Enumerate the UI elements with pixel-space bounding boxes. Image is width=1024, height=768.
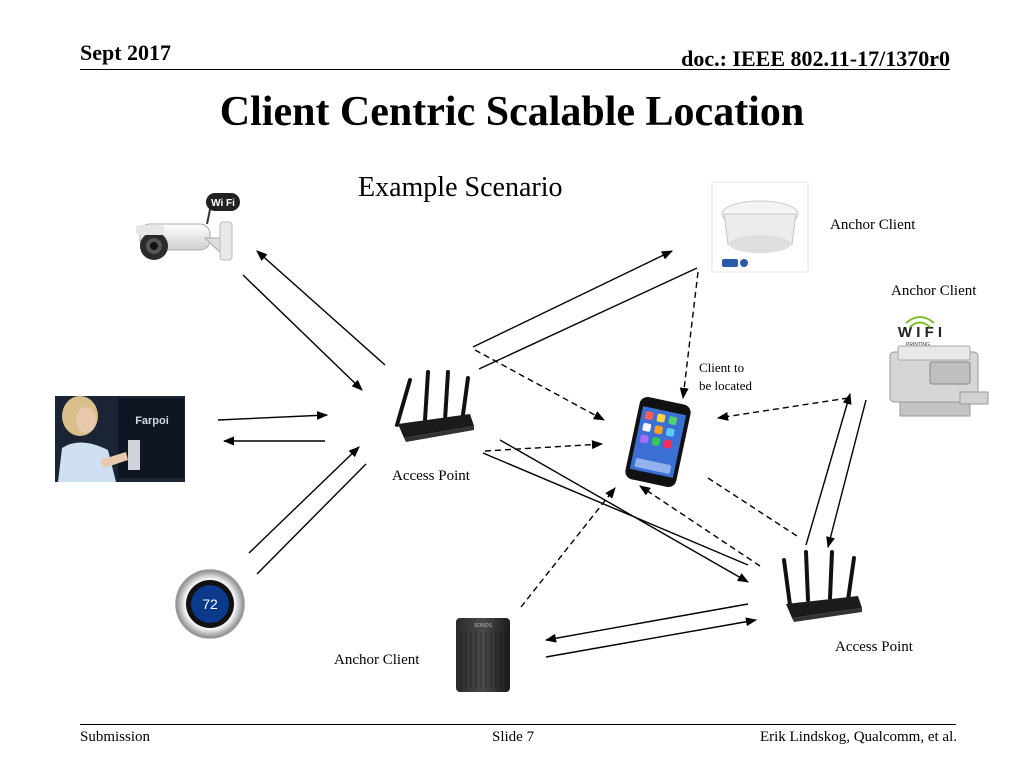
printer-icon: W I F I PRINTING — [889, 316, 989, 417]
person-kiosk-photo: Farpoi — [55, 396, 185, 482]
arrow-person-to-ap1 — [217, 410, 329, 421]
label-client-line1: Client to — [699, 360, 745, 375]
printer-printing-text: PRINTING — [906, 342, 930, 348]
slide-subtitle: Example Scenario — [358, 172, 563, 203]
footer-submission: Submission — [80, 729, 151, 745]
dashed-smoke-to-phone — [679, 271, 699, 400]
arrow-ap1-to-camera — [256, 250, 386, 366]
dashed-ap2-to-phone — [707, 477, 801, 539]
solid-arrows — [217, 250, 867, 658]
arrow-ap2-to-ap1 — [482, 452, 749, 566]
router-ap1-icon — [395, 370, 474, 442]
arrow-speaker-to-ap2 — [545, 617, 758, 658]
footer-author: Erik Lindskog, Qualcomm, et al. — [759, 729, 957, 745]
wifi-badge-icon: Wi Fi — [206, 193, 240, 211]
security-camera-icon — [136, 199, 233, 261]
dashed-speaker-to-phone — [520, 487, 616, 608]
dashed-ap1-to-phone-2 — [484, 440, 604, 452]
dashed-ap2-to-phone-2 — [639, 485, 761, 567]
dashed-ap1-to-phone — [474, 349, 605, 421]
slide-title: Client Centric Scalable Location — [219, 89, 805, 135]
label-client-to-be-located: Client to be located — [699, 359, 752, 395]
header-doc-id: doc.: IEEE 802.11-17/1370r0 — [681, 46, 950, 71]
label-anchor-client-printer: Anchor Client — [891, 283, 977, 299]
router-ap2-icon — [782, 550, 862, 622]
header-divider — [80, 69, 950, 70]
dashed-printer-to-phone — [716, 397, 849, 421]
footer-slide-number: Slide 7 — [492, 729, 535, 745]
arrow-smoke-to-ap1 — [478, 267, 698, 370]
arrow-ap1-to-thermo — [256, 463, 367, 575]
footer-divider — [80, 724, 956, 725]
printer-wifi-text: W I F I — [898, 324, 942, 341]
wifi-badge-text: Wi Fi — [211, 198, 235, 209]
label-access-point-1: Access Point — [392, 468, 470, 484]
arrow-thermo-to-ap1 — [248, 446, 360, 554]
speaker-icon: SONOS — [456, 618, 510, 692]
kiosk-sign-text: Farpoi — [135, 415, 169, 427]
arrow-ap1-to-smoke — [472, 250, 674, 348]
label-anchor-client-speaker: Anchor Client — [334, 652, 420, 668]
speaker-brand-text: SONOS — [474, 623, 493, 629]
header-date: Sept 2017 — [80, 40, 172, 65]
label-client-line2: be located — [699, 378, 753, 393]
arrow-printer-to-ap2 — [826, 399, 867, 549]
arrow-ap2-to-speaker — [544, 603, 749, 643]
arrow-ap1-to-ap2 — [499, 439, 749, 583]
arrow-ap2-to-printer — [805, 392, 852, 546]
thermostat-temp-text: 72 — [202, 596, 218, 612]
label-anchor-client-smoke: Anchor Client — [830, 217, 916, 233]
smartphone-icon — [625, 397, 691, 487]
thermostat-icon: 72 — [175, 569, 245, 639]
smoke-detector-icon — [711, 181, 809, 273]
arrow-camera-to-ap1 — [242, 274, 363, 391]
dashed-arrows — [474, 271, 849, 608]
label-access-point-2: Access Point — [835, 639, 913, 655]
